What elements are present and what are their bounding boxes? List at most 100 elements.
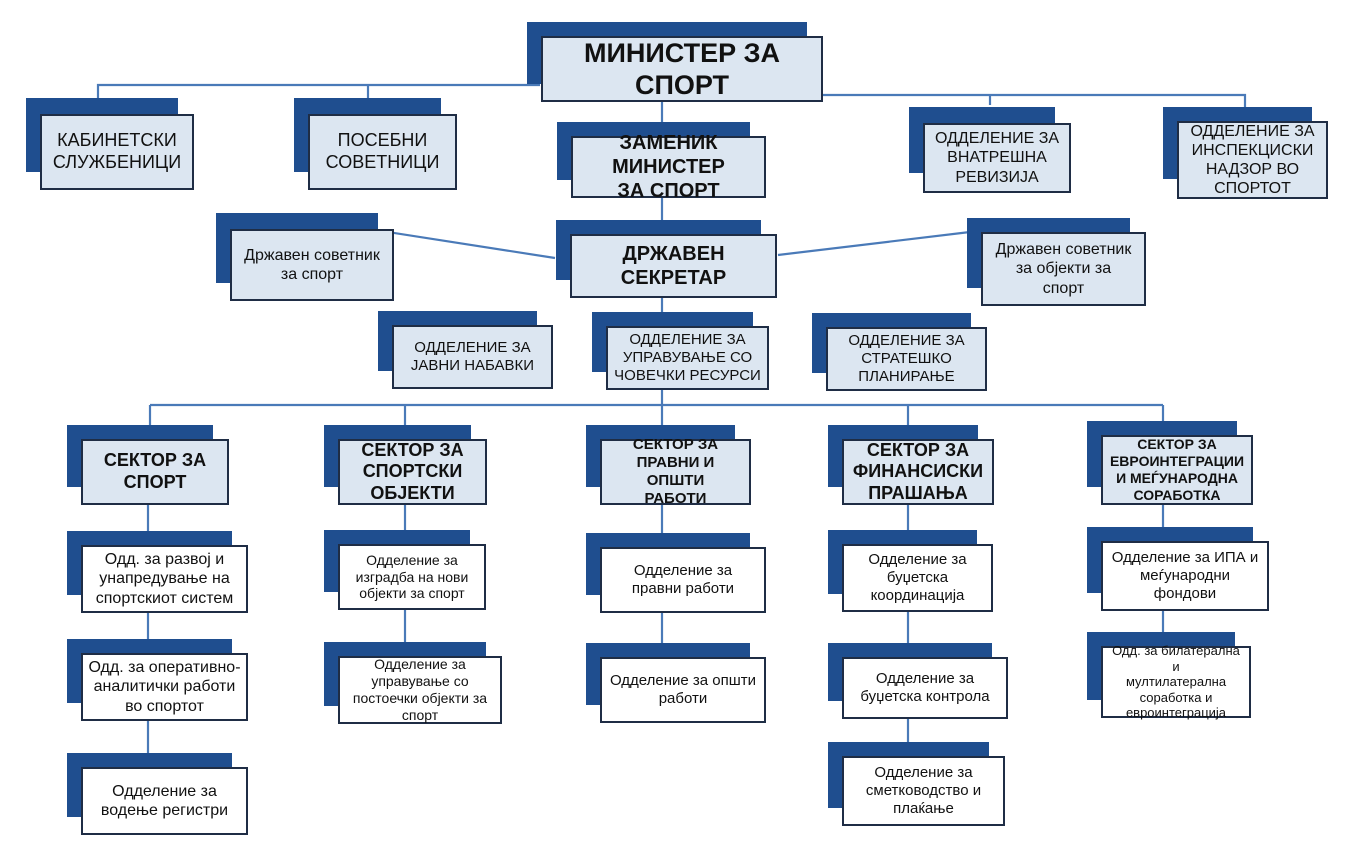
planning-line-2: СТРАТЕШКО bbox=[861, 350, 952, 367]
advisor-facilities-line-3: спорт bbox=[1042, 279, 1085, 297]
advisor-facilities-line-2: за објекти за bbox=[1015, 260, 1112, 278]
sector-4-unit-1-box: Одделение за буџетска координација bbox=[828, 530, 993, 612]
connector-minister-left bbox=[96, 83, 540, 100]
advisor-sport-line-1: Државен советник bbox=[244, 246, 380, 264]
sector-2-unit-1-box: Одделение за изградба на нови објекти за… bbox=[324, 530, 486, 610]
special-advisors-box: ПОСЕБНИ СОВЕТНИЦИ bbox=[294, 98, 457, 190]
state-advisor-facilities-box: Државен советник за објекти за спорт bbox=[967, 218, 1146, 306]
deputy-line-2: ЗА СПОРТ bbox=[617, 180, 720, 202]
deputy-minister-box: ЗАМЕНИК МИНИСТЕР ЗА СПОРТ bbox=[557, 122, 766, 202]
sector-2-unit-2-line-4: спорт bbox=[401, 706, 439, 723]
sector-1-unit-1-line-3: спортскиот систем bbox=[95, 589, 234, 607]
sector-4-unit-3-line-1: Одделение за bbox=[874, 764, 973, 781]
inspection-line-2: ИНСПЕКЦИСКИ bbox=[1191, 141, 1314, 159]
sector-1-unit-3-line-1: Одделение за bbox=[112, 782, 217, 800]
sector-1-title-line-2: СПОРТ bbox=[123, 472, 187, 492]
sector-5-title-line-2: ЕВРОИНТЕГРАЦИИ bbox=[1109, 453, 1245, 470]
sector-3-unit-2-line-2: работи bbox=[658, 690, 708, 707]
planning-box: ОДДЕЛЕНИЕ ЗА СТРАТЕШКО ПЛАНИРАЊЕ bbox=[812, 313, 987, 391]
sector-5-unit-1-line-2: меѓународни bbox=[1139, 567, 1231, 584]
audit-line-1: ОДДЕЛЕНИЕ ЗА bbox=[934, 130, 1060, 148]
sector-3-title-line-3: РАБОТИ bbox=[644, 490, 707, 507]
advisor-sport-line-2: за спорт bbox=[280, 266, 344, 283]
sector-2-unit-1-line-1: Одделение за bbox=[366, 551, 458, 568]
sector-1-unit-3-box: Одделение за водење регистри bbox=[67, 753, 248, 835]
sector-legal-box: СЕКТОР ЗА ПРАВНИ И ОПШТИ РАБОТИ bbox=[586, 425, 751, 507]
sector-2-unit-2-line-3: постоечки објекти за bbox=[352, 690, 488, 706]
state-secretary-box: ДРЖАВЕН СЕКРЕТАР bbox=[556, 220, 777, 298]
sector-2-unit-1-line-3: објекти за спорт bbox=[359, 585, 465, 602]
planning-line-1: ОДДЕЛЕНИЕ ЗА bbox=[848, 332, 965, 349]
advisor-facilities-line-1: Државен советник bbox=[995, 241, 1132, 259]
inspection-line-3: НАДЗОР ВО bbox=[1205, 161, 1300, 178]
sector-3-unit-2-line-1: Одделение за општи bbox=[609, 672, 757, 689]
sector-1-unit-2-line-2: аналитички работи bbox=[93, 678, 236, 696]
inspection-box: ОДДЕЛЕНИЕ ЗА ИНСПЕКЦИСКИ НАДЗОР ВО СПОРТ… bbox=[1163, 107, 1328, 199]
planning-line-3: ПЛАНИРАЊЕ bbox=[858, 368, 955, 385]
sector-1-unit-1-line-2: унапредување на bbox=[99, 570, 230, 588]
sector-1-unit-1-box: Одд. за развој и унапредување на спортск… bbox=[67, 531, 248, 613]
hr-line-2: УПРАВУВАЊЕ СО bbox=[622, 349, 753, 366]
sector-3-title-line-2: ПРАВНИ И ОПШТИ bbox=[636, 454, 715, 489]
sector-3-unit-1-line-1: Одделение за bbox=[633, 562, 733, 579]
sector-2-title-line-2: СПОРТСКИ bbox=[362, 461, 463, 482]
advisors-line-1: ПОСЕБНИ bbox=[337, 130, 428, 151]
sector-4-unit-3-line-2: сметководство и bbox=[865, 782, 982, 799]
sector-1-unit-2-line-3: во спортот bbox=[125, 697, 204, 715]
sector-5-unit-2-line-3: соработка и bbox=[1139, 689, 1213, 705]
cabinet-staff-box: КАБИНЕТСКИ СЛУЖБЕНИЦИ bbox=[26, 98, 194, 190]
sector-5-unit-1-line-3: фондови bbox=[1153, 585, 1217, 602]
connector-minister-right bbox=[822, 93, 1247, 110]
sector-4-title-line-3: ПРАШАЊА bbox=[868, 482, 968, 503]
secretary-line-1: ДРЖАВЕН bbox=[622, 243, 725, 265]
sector-facilities-box: СЕКТОР ЗА СПОРТСКИ ОБЈЕКТИ bbox=[324, 425, 487, 505]
minister-box: МИНИСТЕР ЗА СПОРТ bbox=[527, 22, 823, 102]
internal-audit-box: ОДДЕЛЕНИЕ ЗА ВНАТРЕШНА РЕВИЗИЈА bbox=[909, 107, 1071, 193]
sector-4-title-line-1: СЕКТОР ЗА bbox=[866, 439, 970, 460]
sector-5-unit-1-box: Одделение за ИПА и меѓународни фондови bbox=[1087, 527, 1269, 611]
advisors-line-2: СОВЕТНИЦИ bbox=[325, 152, 440, 172]
sector-5-unit-2-line-1: Одд. за билатерална и bbox=[1112, 643, 1240, 674]
procurement-line-2: ЈАВНИ НАБАВКИ bbox=[410, 357, 535, 374]
sector-3-unit-2-box: Одделение за општи работи bbox=[586, 643, 766, 723]
sector-2-unit-2-line-1: Одделение за bbox=[374, 656, 466, 673]
sector-5-unit-2-box: Одд. за билатерална и мултилатерална сор… bbox=[1087, 632, 1251, 721]
sector-5-unit-2-line-4: евроинтеграција bbox=[1125, 705, 1227, 721]
sector-5-unit-1-line-1: Одделение за ИПА и bbox=[1111, 549, 1259, 566]
sector-4-unit-2-line-1: Одделение за bbox=[875, 670, 975, 687]
sector-4-title-line-2: ФИНАНСИСКИ bbox=[852, 461, 984, 482]
deputy-line-1: ЗАМЕНИК МИНИСТЕР bbox=[612, 132, 725, 178]
hr-box: ОДДЕЛЕНИЕ ЗА УПРАВУВАЊЕ СО ЧОВЕЧКИ РЕСУР… bbox=[592, 312, 769, 390]
procurement-line-1: ОДДЕЛЕНИЕ ЗА bbox=[414, 339, 531, 356]
sector-2-title-line-1: СЕКТОР ЗА bbox=[361, 439, 464, 460]
sector-2-unit-1-line-2: изградба на нови bbox=[355, 568, 469, 585]
secretary-line-2: СЕКРЕТАР bbox=[620, 267, 727, 289]
hr-line-1: ОДДЕЛЕНИЕ ЗА bbox=[629, 331, 746, 348]
sector-5-title-line-1: СЕКТОР ЗА bbox=[1137, 436, 1217, 453]
hr-line-3: ЧОВЕЧКИ РЕСУРСИ bbox=[614, 367, 761, 384]
connector-secretary-advisor-left bbox=[374, 228, 556, 260]
sector-4-unit-1-line-3: координација bbox=[870, 587, 965, 604]
minister-title: МИНИСТЕР ЗА СПОРТ bbox=[583, 37, 781, 100]
sector-4-unit-2-box: Одделение за буџетска контрола bbox=[828, 643, 1008, 719]
sector-4-unit-2-line-2: буџетска контрола bbox=[860, 688, 990, 705]
sector-3-unit-1-box: Одделение за правни работи bbox=[586, 533, 766, 613]
sector-1-unit-2-box: Одд. за оперативно- аналитички работи во… bbox=[67, 639, 248, 721]
sector-2-unit-2-box: Одделение за управување со постоечки обј… bbox=[324, 642, 502, 724]
sector-1-unit-1-line-1: Одд. за развој и bbox=[104, 551, 225, 569]
cabinet-line-2: СЛУЖБЕНИЦИ bbox=[52, 152, 182, 172]
sector-3-title-line-1: СЕКТОР ЗА bbox=[632, 436, 719, 453]
sector-eu-box: СЕКТОР ЗА ЕВРОИНТЕГРАЦИИ И МЕЃУНАРОДНА С… bbox=[1087, 421, 1253, 505]
sector-5-title-line-3: И МЕЃУНАРОДНА bbox=[1116, 470, 1238, 486]
state-advisor-sport-box: Државен советник за спорт bbox=[216, 213, 394, 301]
sector-4-unit-3-line-3: плаќање bbox=[893, 800, 954, 817]
connector-secretary-advisor-right bbox=[777, 230, 971, 257]
audit-line-2: ВНАТРЕШНА bbox=[947, 149, 1047, 167]
inspection-line-4: СПОРТОТ bbox=[1214, 180, 1291, 198]
sector-2-unit-2-line-2: управување со bbox=[371, 673, 469, 690]
cabinet-line-1: КАБИНЕТСКИ bbox=[57, 130, 177, 151]
audit-line-3: РЕВИЗИЈА bbox=[955, 168, 1039, 186]
sector-5-unit-2-line-2: мултилатерална bbox=[1125, 674, 1227, 690]
sector-4-unit-3-box: Одделение за сметководство и плаќање bbox=[828, 742, 1005, 826]
procurement-box: ОДДЕЛЕНИЕ ЗА ЈАВНИ НАБАВКИ bbox=[378, 311, 553, 389]
